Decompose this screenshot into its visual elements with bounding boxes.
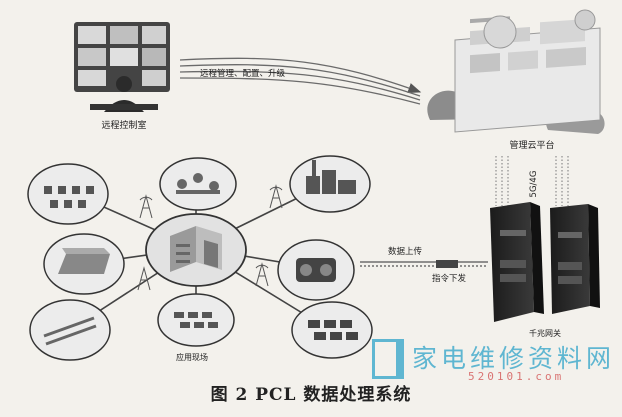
watermark-site-url: 520101.com	[468, 370, 565, 383]
data-upload-label: 数据上传	[388, 246, 423, 257]
radio-towers	[137, 184, 283, 291]
gigabit-gateway-label: 千兆网关	[529, 328, 561, 338]
data-link-arrow	[360, 260, 488, 268]
binary-stream-right	[555, 156, 569, 206]
site-node-warehouse	[43, 233, 125, 295]
network-label: 5G/4G	[529, 171, 539, 198]
command-down-label: 指令下发	[432, 273, 467, 284]
watermark-site-name: 家电维修资料网	[412, 344, 616, 373]
binary-stream-left	[495, 156, 509, 206]
site-watermark: 家电维修资料网 520101.com	[372, 337, 622, 387]
watermark-logo-icon	[372, 339, 404, 379]
site-node-substation	[27, 163, 109, 225]
application-site-label: 应用现场	[176, 352, 208, 362]
site-node-pipes	[29, 299, 111, 361]
remote-ops-arrow	[179, 57, 422, 105]
site-node-engine	[277, 239, 355, 301]
cloud-platform-illustration	[427, 9, 605, 134]
gigabit-gateway-illustration	[490, 202, 600, 322]
site-node-panels	[291, 301, 373, 359]
site-node-data-center	[145, 213, 247, 287]
site-node-factory	[289, 155, 371, 213]
site-node-pipeline-plant	[159, 157, 237, 211]
remote-control-room-label: 远程控制室	[101, 119, 146, 131]
cloud-platform-label: 管理云平台	[509, 139, 554, 151]
site-node-solar-array	[157, 293, 235, 347]
figure-caption: 图 2 PCL 数据处理系统	[210, 385, 412, 405]
remote-ops-label: 远程管理、配置、升级	[200, 68, 286, 79]
remote-control-room-illustration	[74, 22, 170, 112]
